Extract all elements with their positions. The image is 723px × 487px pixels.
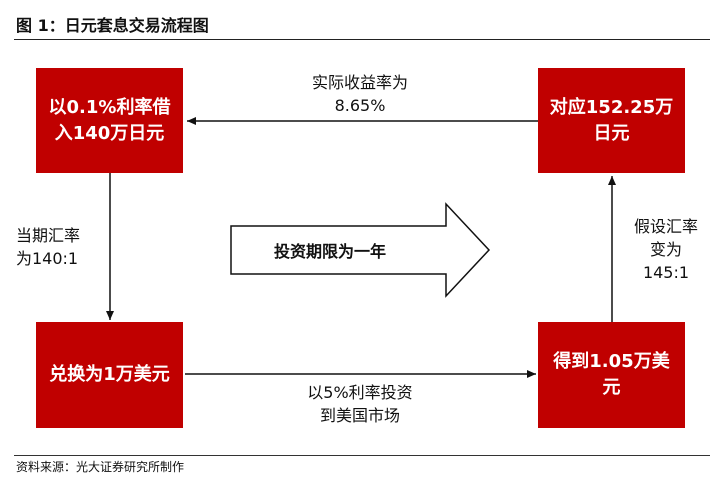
label-investment-period: 投资期限为一年 (273, 242, 386, 261)
box-equivalent-yen: 对应152.25万 日元 (538, 68, 685, 173)
period-big-arrow (230, 202, 491, 298)
box-exchange-usd: 兑换为1万美元 (36, 322, 183, 428)
label-current-rate: 当期汇率 为140:1 (16, 226, 81, 268)
source-note: 资料来源：光大证券研究所制作 (16, 460, 185, 474)
box-obtain-usd: 得到1.05万美 元 (538, 322, 685, 428)
label-assumed-rate: 假设汇率 变为 145:1 (633, 217, 698, 282)
figure-title: 图 1：日元套息交易流程图 (16, 16, 209, 35)
box-borrow-yen: 以0.1%利率借 入140万日元 (36, 68, 183, 173)
footer-rule (14, 455, 710, 456)
label-invest-us: 以5%利率投资 到美国市场 (307, 383, 413, 425)
label-real-yield: 实际收益率为 8.65% (311, 73, 408, 115)
title-rule (14, 39, 710, 40)
